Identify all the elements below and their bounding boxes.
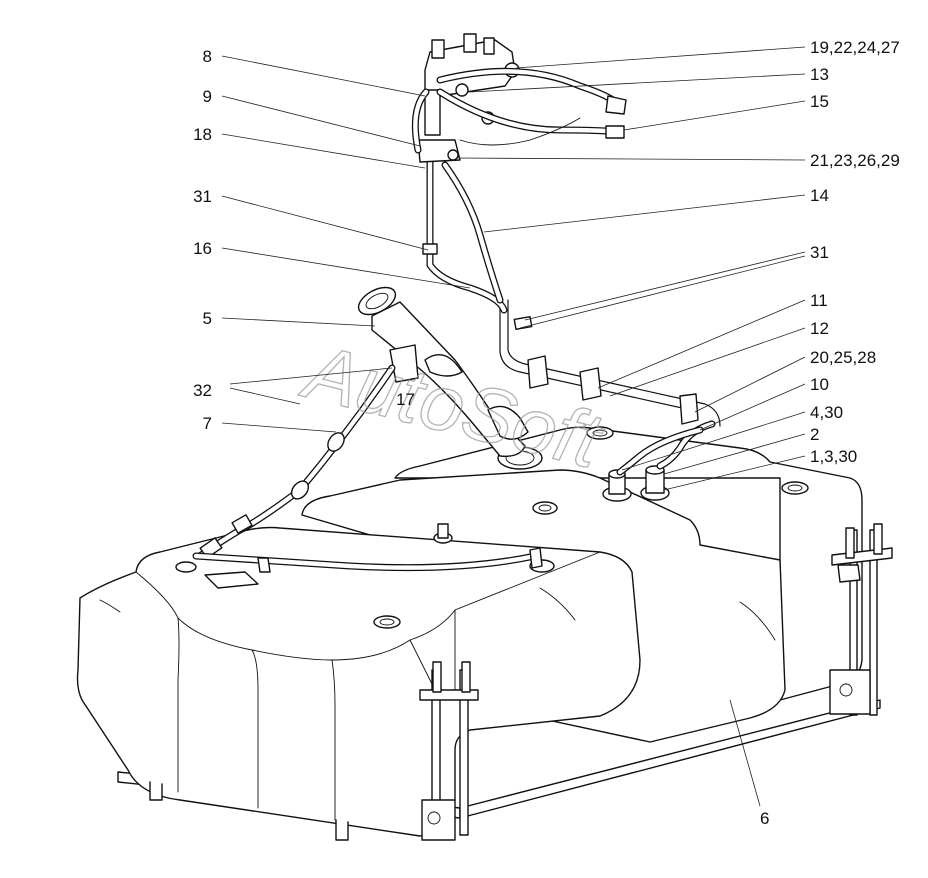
callout-11: 11 bbox=[810, 291, 828, 310]
callout-2: 2 bbox=[810, 425, 819, 444]
callout-31-right: 31 bbox=[810, 243, 829, 262]
callout-16: 16 bbox=[193, 239, 212, 258]
callout-15: 15 bbox=[810, 92, 829, 111]
callout-17: 17 bbox=[396, 390, 415, 409]
callout-10: 10 bbox=[810, 375, 829, 394]
callout-20-25-28: 20,25,28 bbox=[810, 348, 876, 367]
callout-5: 5 bbox=[203, 309, 212, 328]
callout-18: 18 bbox=[193, 125, 212, 144]
valve-block-assembly bbox=[411, 33, 627, 163]
callout-14: 14 bbox=[810, 186, 829, 205]
upper-hoses bbox=[422, 156, 533, 331]
callout-9: 9 bbox=[203, 87, 212, 106]
callout-7: 7 bbox=[203, 414, 212, 433]
callout-31-left: 31 bbox=[193, 187, 212, 206]
filler-neck bbox=[357, 286, 543, 470]
callout-8: 8 bbox=[203, 47, 212, 66]
callout-6: 6 bbox=[760, 809, 769, 828]
leader-lines bbox=[221, 46, 806, 807]
callout-13: 13 bbox=[810, 65, 829, 84]
callout-4-30: 4,30 bbox=[810, 403, 843, 422]
drain-hose bbox=[196, 364, 396, 560]
fuel-tank bbox=[76, 426, 881, 841]
fuel-lines bbox=[499, 299, 721, 427]
sender-hoses bbox=[616, 420, 716, 476]
callout-1-3-30: 1,3,30 bbox=[810, 447, 857, 466]
callout-12: 12 bbox=[810, 319, 829, 338]
callout-19-22-24-27: 19,22,24,27 bbox=[810, 38, 900, 57]
callout-21-23-26-29: 21,23,26,29 bbox=[810, 151, 900, 170]
callout-32: 32 bbox=[193, 381, 212, 400]
callout-labels: 8 9 18 31 16 5 32 17 7 19,22,24,27 13 15… bbox=[193, 38, 900, 828]
lower-connecting-hose bbox=[192, 547, 543, 573]
mount-brackets bbox=[419, 523, 893, 841]
